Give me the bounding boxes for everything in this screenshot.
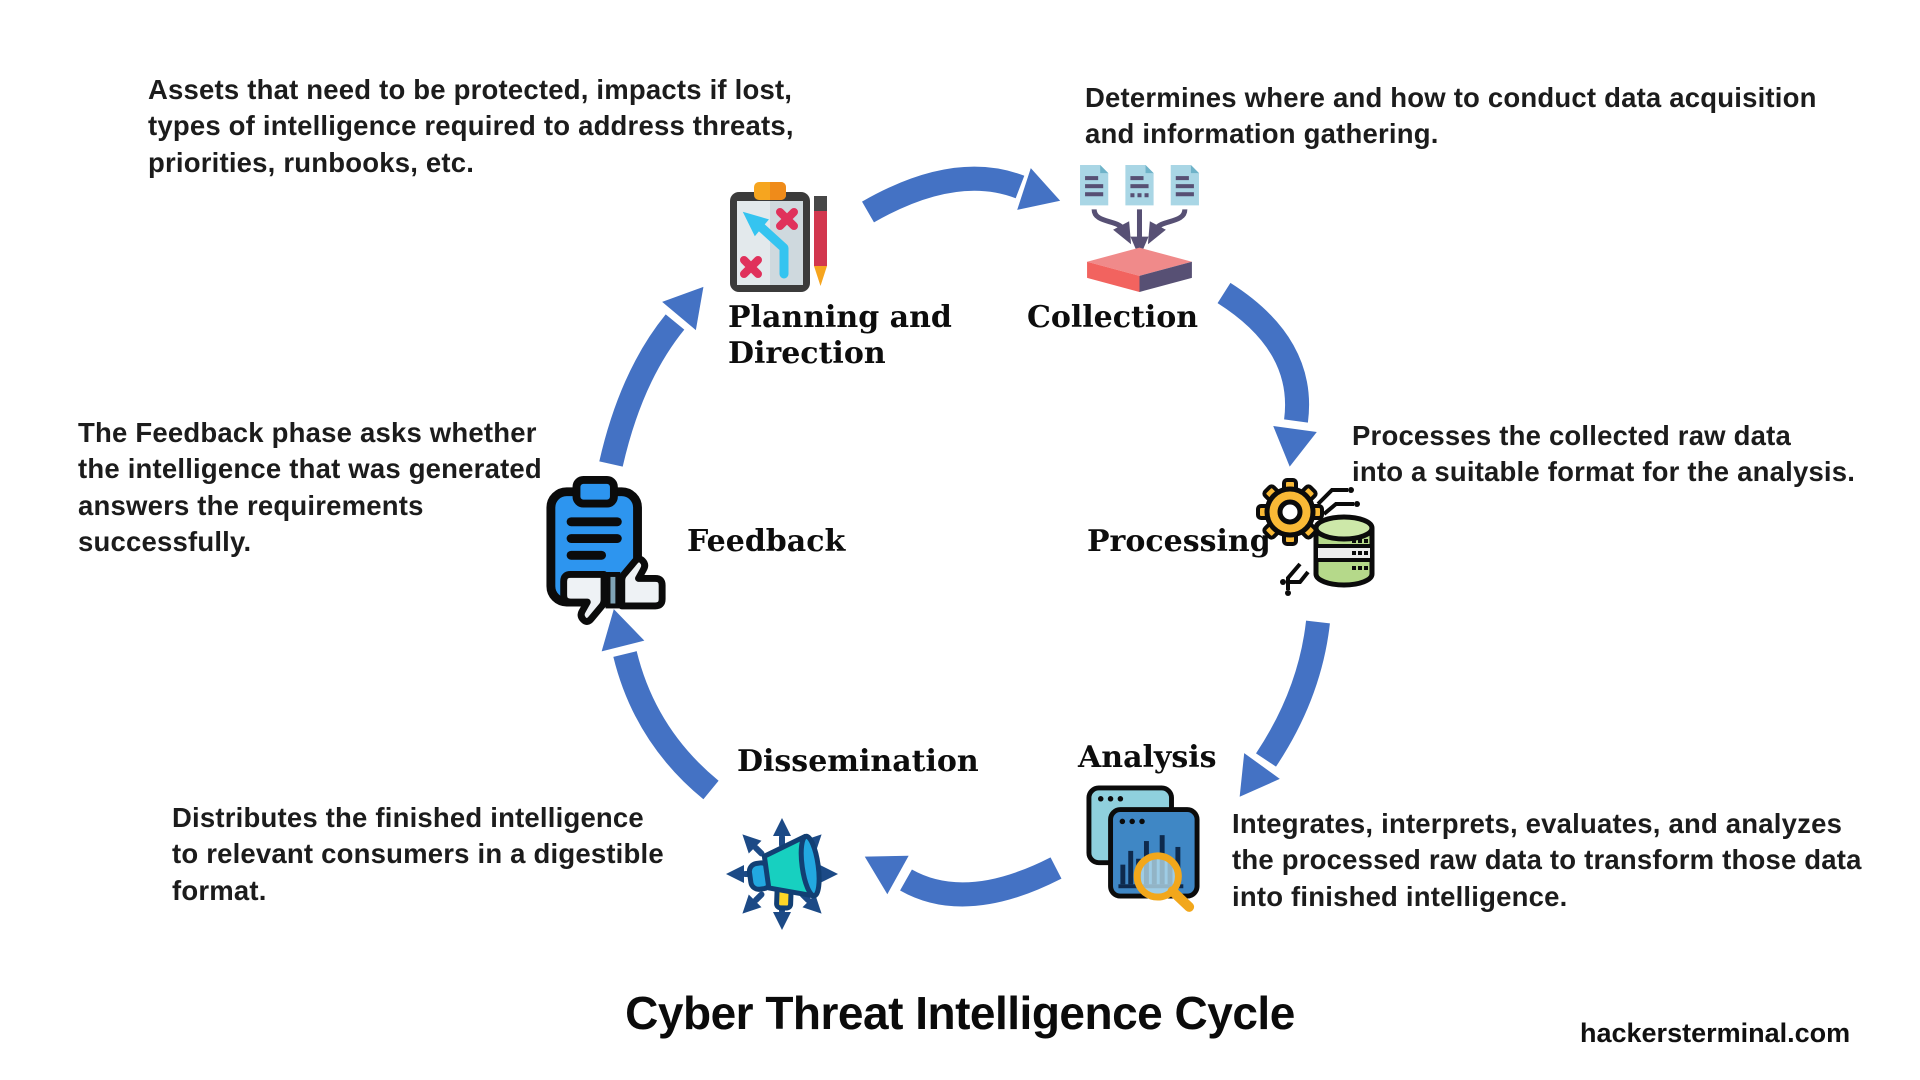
thumb-up-glyph [618, 555, 666, 610]
arrow-planning-to-collection [860, 158, 1061, 230]
processing-label: Processing [1087, 524, 1271, 559]
feedback-description: The Feedback phase asks whether the inte… [78, 417, 542, 557]
document-glyph [1170, 165, 1199, 206]
thumb-down-glyph [560, 571, 608, 625]
arrow-feedback-to-planning [583, 286, 718, 474]
arrow-dissemination-to-feedback [583, 609, 723, 800]
planning-label: Planning and Direction [728, 300, 952, 371]
document-glyph [1125, 165, 1154, 206]
gear-database-icon [1256, 478, 1378, 598]
magnifier-glyph [1133, 852, 1182, 901]
arrow-collection-to-processing [1208, 282, 1338, 467]
page-title: Cyber Threat Intelligence Cycle [625, 987, 1295, 1039]
clipboard-strategy-pencil-icon [724, 182, 828, 296]
megaphone-broadcast-icon [712, 782, 852, 942]
analysis-description: Integrates, interprets, evaluates, and a… [1232, 808, 1862, 912]
processing-description: Processes the collected raw data into a … [1352, 420, 1856, 488]
dissemination-description: Distributes the finished intelligence to… [172, 802, 664, 906]
megaphone-glyph [746, 833, 822, 911]
planning-description: Assets that need to be protected, impact… [148, 74, 794, 178]
gear-glyph [1256, 478, 1324, 546]
clipboard-thumbs-icon [543, 476, 671, 625]
chart-window-magnifier-icon [1085, 785, 1201, 912]
arrow-analysis-to-dissemination [858, 848, 1068, 922]
collection-description: Determines where and how to conduct data… [1085, 82, 1817, 150]
dissemination-label: Dissemination [737, 744, 979, 779]
feedback-label: Feedback [687, 524, 846, 559]
website-watermark: hackersterminal.com [1580, 1018, 1851, 1048]
arrow-processing-to-analysis [1228, 612, 1338, 802]
collection-label: Collection [1027, 300, 1199, 335]
wrist-band [605, 571, 621, 609]
documents-to-platform-icon [1078, 165, 1204, 294]
analysis-label: Analysis [1078, 740, 1217, 775]
database-glyph [1313, 514, 1375, 588]
document-glyph [1080, 165, 1109, 206]
